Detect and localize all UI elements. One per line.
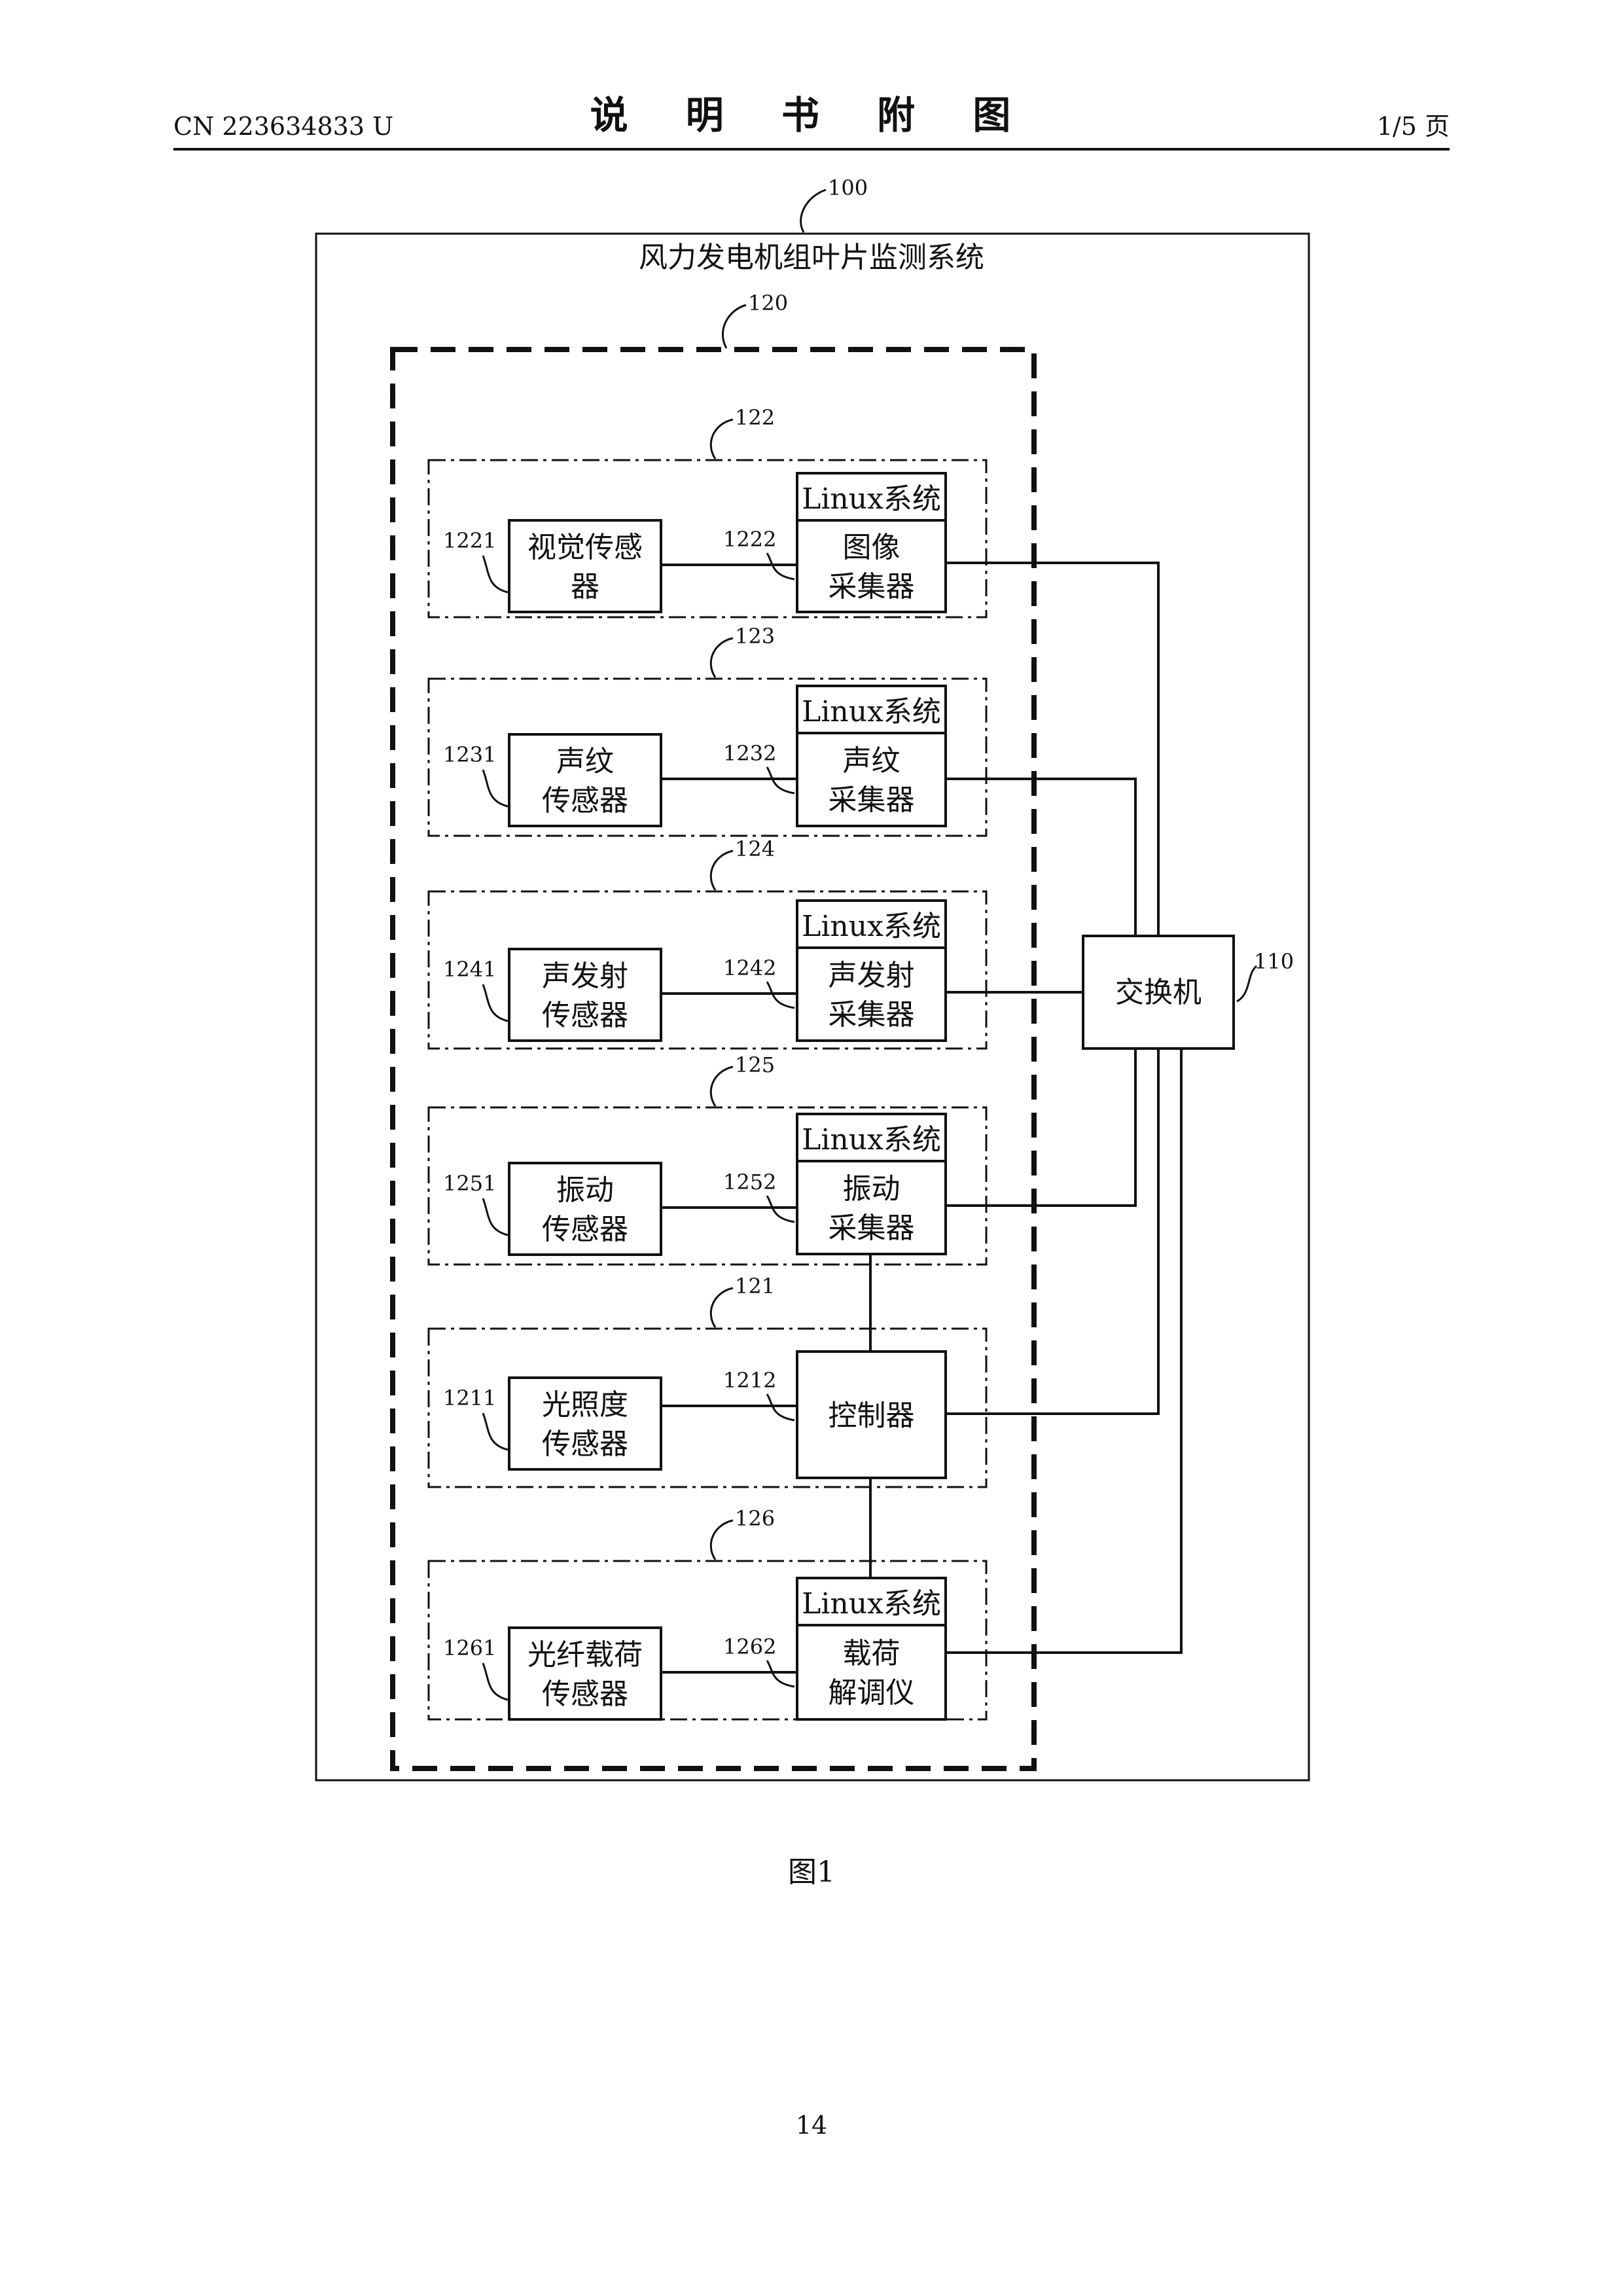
unit-ref-label: 121 <box>735 1274 775 1299</box>
unit-ref-leader <box>711 1288 733 1327</box>
collector-ref-label: 1212 <box>723 1368 776 1393</box>
collector-label-line: 控制器 <box>829 1399 915 1433</box>
ref-leader-100 <box>801 190 826 232</box>
sensor-ref-label: 1221 <box>443 528 496 553</box>
sensor-label-line: 传感器 <box>542 1427 628 1461</box>
page-number: 14 <box>796 2111 827 2140</box>
link-voiceprint-collector-switch <box>946 779 1135 936</box>
sensor-ref-leader <box>483 1413 508 1450</box>
sensor-ref-label: 1261 <box>443 1636 496 1660</box>
unit-ref-label: 126 <box>735 1506 775 1531</box>
page-header: CN 223634833 U 说 明 书 附 图 1/5 页 <box>173 93 1450 149</box>
sensor-label-line: 传感器 <box>542 1213 628 1246</box>
collector-label-line: 采集器 <box>829 570 915 603</box>
collector-label-line: 采集器 <box>829 998 915 1031</box>
collector-header-label: Linux系统 <box>802 1123 941 1157</box>
unit-123: 123声纹传感器1231Linux系统声纹采集器1232 <box>429 624 986 836</box>
switch-label: 交换机 <box>1115 976 1202 1009</box>
link-load-demodulator-switch <box>946 1049 1181 1653</box>
unit-ref-leader <box>711 420 733 459</box>
collector-label-line: 采集器 <box>829 783 915 817</box>
unit-ref-leader <box>711 638 733 677</box>
sensor-ref-label: 1211 <box>443 1386 496 1410</box>
collector-label-line: 载荷 <box>843 1637 901 1670</box>
switch-110: 交换机 110 <box>1083 936 1294 1049</box>
sensor-ref-leader <box>483 770 508 806</box>
sensor-label-line: 振动 <box>556 1174 614 1207</box>
link-vibration-collector-switch <box>946 1049 1135 1206</box>
sensor-label-line: 视觉传感 <box>527 531 643 564</box>
ref-label-100: 100 <box>828 175 868 200</box>
collector-label-line: 振动 <box>843 1172 901 1206</box>
sensor-label-line: 传感器 <box>542 1677 628 1711</box>
sensor-ref-label: 1241 <box>443 957 496 982</box>
collector-label-line: 声纹 <box>843 744 901 778</box>
sensor-label-line: 声发射 <box>542 960 628 993</box>
unit-ref-label: 122 <box>735 405 775 430</box>
system-title: 风力发电机组叶片监测系统 <box>639 241 984 274</box>
sensor-ref-leader <box>483 1198 508 1235</box>
ref-leader-120 <box>722 305 746 348</box>
collector-header-label: Linux系统 <box>802 1587 941 1621</box>
sensor-ref-leader <box>483 984 508 1021</box>
collector-label-line: 解调仪 <box>829 1676 915 1710</box>
sensor-label-line: 器 <box>571 570 599 603</box>
link-controller-switch <box>946 1049 1158 1414</box>
unit-ref-label: 123 <box>735 624 775 649</box>
sensor-label-line: 声纹 <box>556 745 614 778</box>
ref-label-120: 120 <box>748 291 788 315</box>
figure-caption: 图1 <box>788 1856 835 1889</box>
unit-ref-leader <box>711 1520 733 1560</box>
collector-ref-label: 1262 <box>723 1634 776 1659</box>
sensor-ref-label: 1231 <box>443 742 496 767</box>
unit-ref-label: 125 <box>735 1052 775 1077</box>
units-layer: 122视觉传感器1221Linux系统图像采集器1222123声纹传感器1231… <box>429 405 986 1719</box>
sensor-label-line: 光照度 <box>542 1388 628 1422</box>
collector-ref-label: 1222 <box>723 527 776 552</box>
page-title: 说 明 书 附 图 <box>590 93 1033 137</box>
link-image-collector-switch <box>946 563 1158 936</box>
unit-126: 126 光纤载荷传感器 1261 Linux系统载荷解调仪 1262 <box>429 1506 986 1719</box>
sensor-ref-leader <box>483 1663 508 1700</box>
collector-header-label: Linux系统 <box>802 910 941 943</box>
unit-122: 122 视觉传感器 1221 Linux系统图像采集器 1222 <box>429 405 986 617</box>
page-indicator: 1/5 页 <box>1377 112 1450 141</box>
sensor-label-line: 光纤载荷 <box>527 1638 643 1672</box>
sensor-ref-label: 1251 <box>443 1171 496 1196</box>
unit-ref-leader <box>711 1067 733 1106</box>
unit-ref-label: 124 <box>735 836 775 861</box>
collector-label-line: 图像 <box>843 531 901 564</box>
collector-header-label: Linux系统 <box>802 695 941 728</box>
unit-ref-leader <box>711 851 733 890</box>
unit-121: 121 光照度传感器 1211 控制器 1212 <box>429 1274 986 1487</box>
collector-ref-label: 1252 <box>723 1170 776 1194</box>
unit-124: 124声发射传感器1241Linux系统声发射采集器1242 <box>429 836 986 1049</box>
collector-label-line: 采集器 <box>829 1211 915 1245</box>
collector-header-label: Linux系统 <box>802 482 941 516</box>
sensor-label-line: 传感器 <box>542 999 628 1032</box>
ref-label-110: 110 <box>1254 949 1294 974</box>
collector-ref-label: 1242 <box>723 956 776 980</box>
unit-125: 125振动传感器1251Linux系统振动采集器1252 <box>429 1052 986 1265</box>
collector-label-line: 声发射 <box>829 959 915 992</box>
sensor-label-line: 传感器 <box>542 784 628 817</box>
doc-number: CN 223634833 U <box>173 112 393 141</box>
sensor-ref-leader <box>483 556 508 592</box>
collector-ref-label: 1232 <box>723 741 776 766</box>
